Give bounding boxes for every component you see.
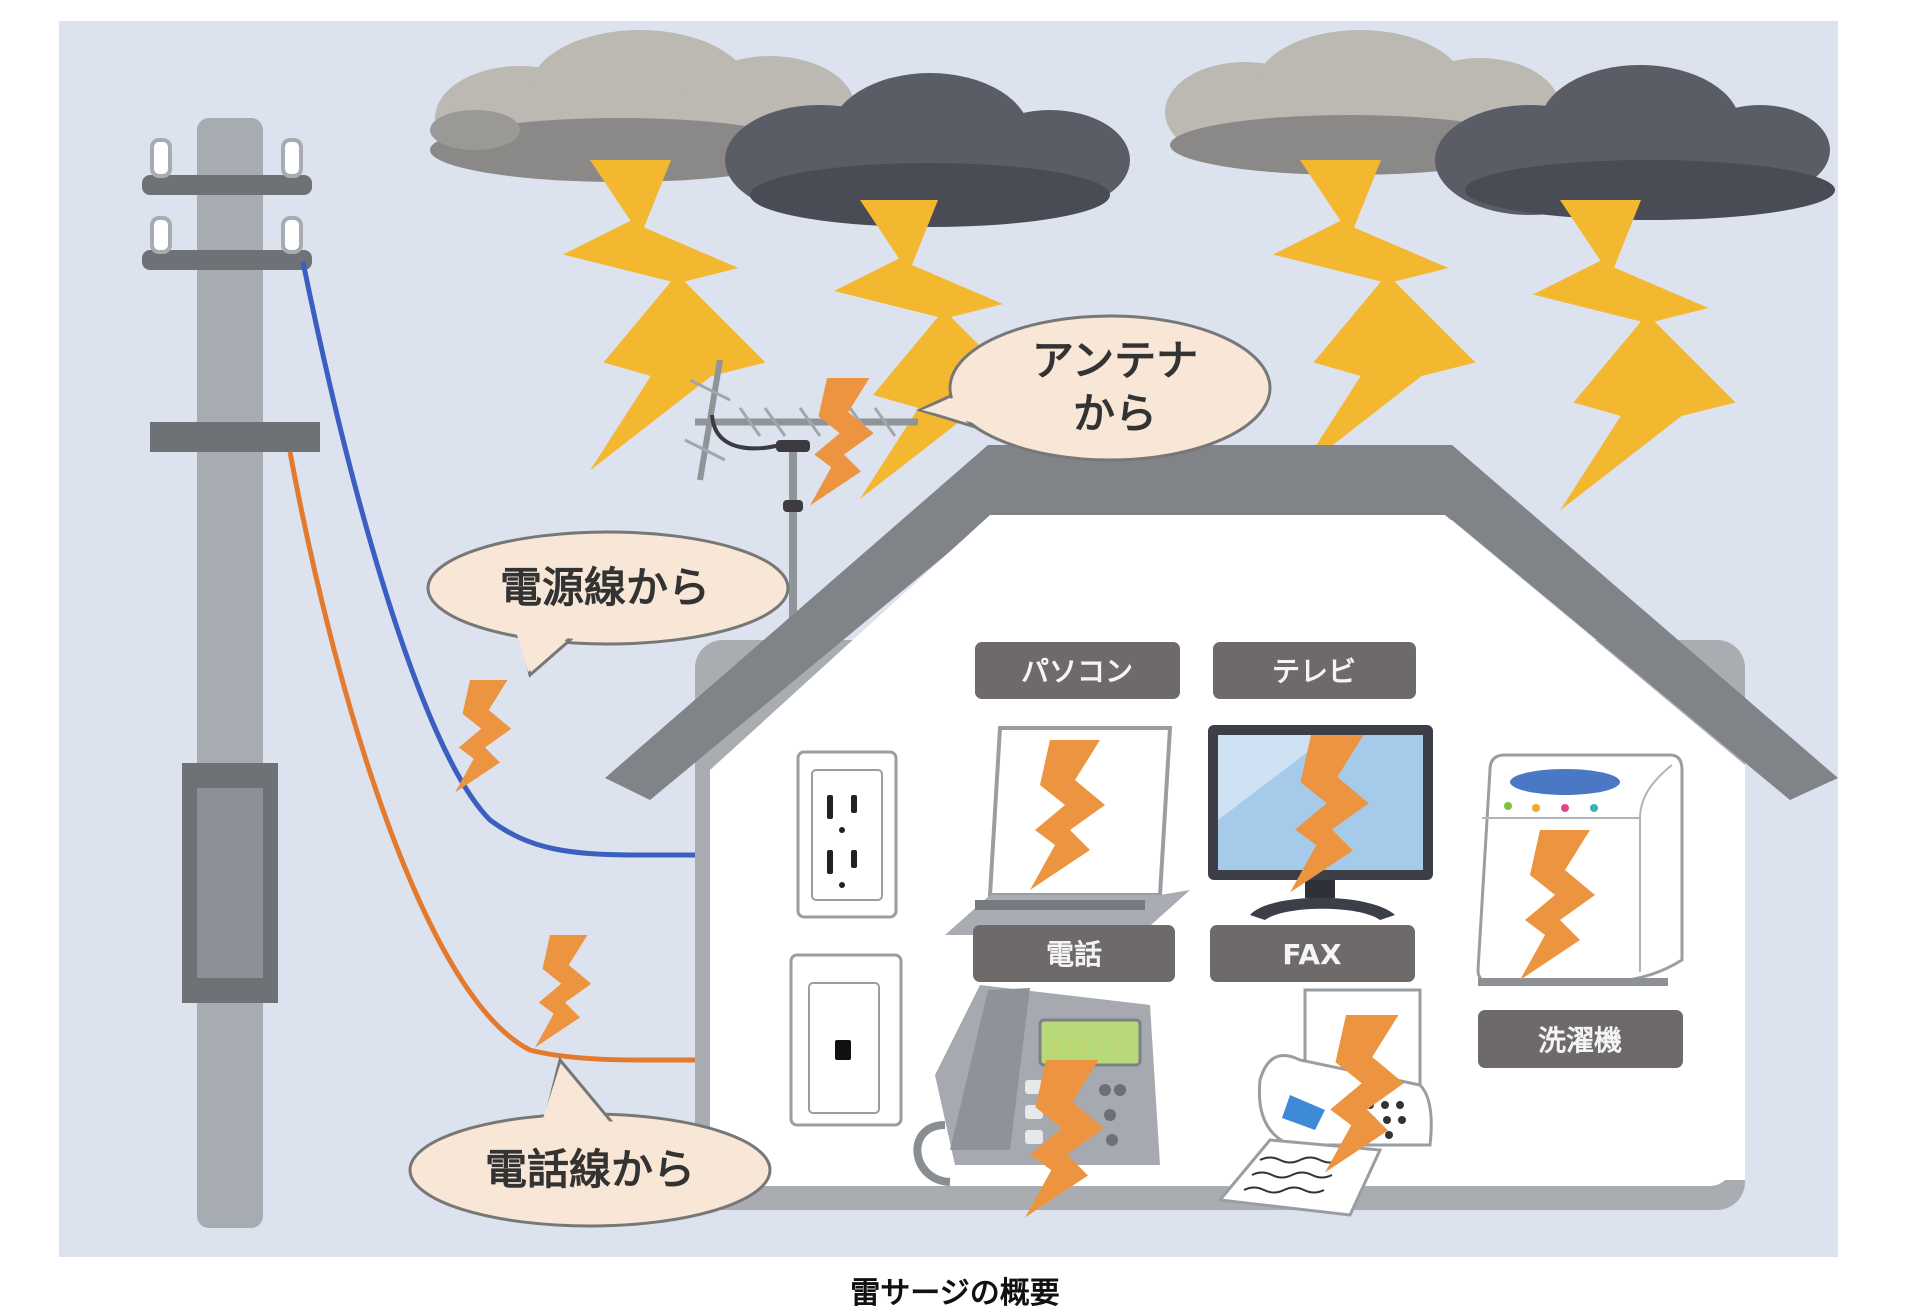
phone-line [287, 451, 1270, 1063]
label-phone: 電話 [973, 925, 1175, 982]
storm-cloud-dark-right [1435, 65, 1835, 220]
storm-cloud-light-left [430, 30, 855, 182]
tv-antenna [684, 359, 918, 620]
storm-cloud-dark-left [725, 73, 1130, 227]
label-pc-text: パソコン [1021, 655, 1133, 688]
bubble-power-line-text: 電源線から [500, 563, 710, 612]
label-pc: パソコン [975, 642, 1180, 699]
label-tv-text: テレビ [1272, 655, 1356, 688]
bubble-antenna-line2: から [1073, 389, 1157, 438]
power-line [300, 261, 1520, 858]
bubble-phone-line: 電話線から [408, 1056, 772, 1228]
label-washer-text: 洗濯機 [1538, 1024, 1622, 1057]
bubble-power-line: 電源線から [426, 530, 790, 678]
washing-machine-icon [1476, 753, 1684, 986]
phone-jack [789, 953, 903, 1127]
label-washer: 洗濯機 [1478, 1010, 1683, 1068]
bubble-antenna-line1: アンテナ [1032, 336, 1198, 385]
bubble-antenna: アンテナ から [915, 314, 1272, 462]
utility-pole [142, 118, 320, 1228]
bubble-phone-line-text: 電話線から [485, 1145, 695, 1194]
label-fax-text: FAX [1282, 938, 1342, 971]
label-tv: テレビ [1213, 642, 1416, 699]
power-outlet [796, 750, 898, 919]
figure-caption: 雷サージの概要 [850, 1276, 1060, 1311]
label-phone-text: 電話 [1046, 938, 1102, 971]
label-fax: FAX [1210, 925, 1415, 982]
